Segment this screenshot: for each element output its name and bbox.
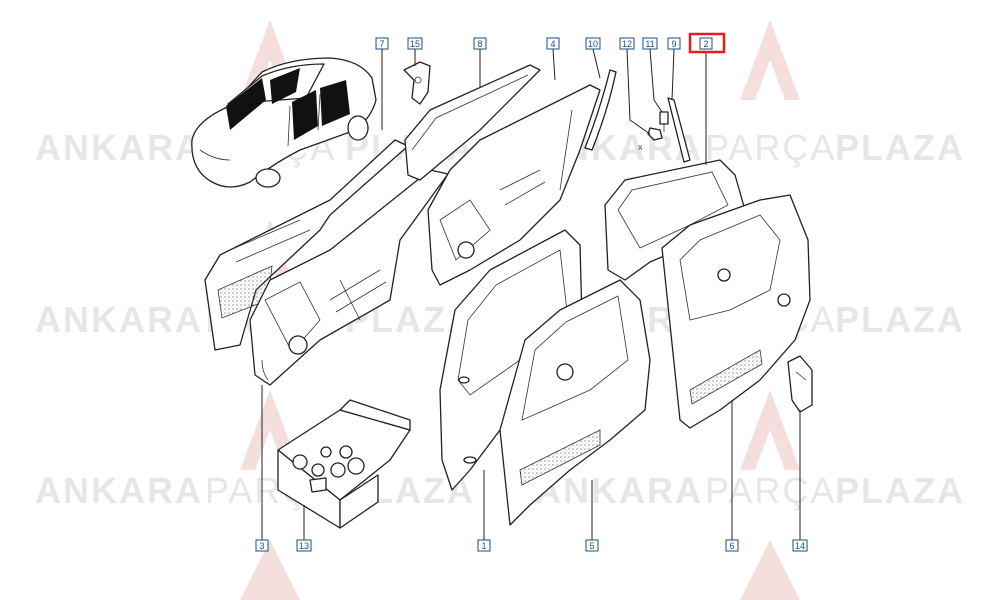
part-6-rear-door <box>661 194 811 429</box>
callout-11[interactable]: 11 <box>642 37 658 50</box>
callout-3[interactable]: 3 <box>255 539 269 552</box>
watermark-brand-1: ANKARA <box>35 470 203 511</box>
callout-1[interactable]: 1 <box>477 539 491 552</box>
callout-label: 1 <box>481 541 486 551</box>
callout-9[interactable]: 9 <box>667 37 681 50</box>
watermark-brand-3: PLAZA <box>835 299 965 340</box>
watermark-brand-3: PLAZA <box>835 470 965 511</box>
callout-label: 7 <box>379 39 384 49</box>
part-8-door-seal <box>404 64 541 181</box>
callout-label: 8 <box>477 39 482 49</box>
callout-14[interactable]: 14 <box>792 539 808 552</box>
car-illustration <box>191 57 377 188</box>
part-10-strip <box>584 69 617 151</box>
marker-x: x <box>638 142 643 152</box>
callout-label: 13 <box>299 541 309 551</box>
callout-label: 15 <box>410 39 420 49</box>
watermark-brand-1: ANKARA <box>35 127 203 168</box>
leader-lines <box>261 48 801 540</box>
callout-6[interactable]: 6 <box>725 539 739 552</box>
part-14-hinge-bracket <box>787 355 813 413</box>
callout-15[interactable]: 15 <box>407 37 423 50</box>
part-3-front-door-inner <box>249 169 449 386</box>
part-13-fastener-kit-box <box>277 399 411 529</box>
highlight-box <box>688 32 726 54</box>
watermark-brand-2: PARÇA <box>705 127 836 168</box>
callout-label: 14 <box>795 541 805 551</box>
callout-5[interactable]: 5 <box>585 539 599 552</box>
callout-label: 6 <box>729 541 734 551</box>
callout-label: 4 <box>550 39 555 49</box>
part-5-front-door-outer <box>499 279 651 526</box>
callout-label: 3 <box>259 541 264 551</box>
callout-12[interactable]: 12 <box>619 37 635 50</box>
part-4-rear-door-inner <box>427 84 601 286</box>
part-15-bracket <box>403 61 431 105</box>
callout-2-highlighted[interactable]: 2 <box>688 32 726 54</box>
callout-7[interactable]: 7 <box>375 37 389 50</box>
callout-label: 5 <box>589 541 594 551</box>
callout-10[interactable]: 10 <box>585 37 601 50</box>
callout-8[interactable]: 8 <box>473 37 487 50</box>
watermark-brand-2: PARÇA <box>705 470 836 511</box>
callout-13[interactable]: 13 <box>296 539 312 552</box>
callout-label: 10 <box>588 39 598 49</box>
callout-label: 11 <box>645 39 654 49</box>
callout-label: 2 <box>703 39 708 49</box>
callout-4[interactable]: 4 <box>546 37 560 50</box>
part-11-bolt <box>659 111 669 132</box>
watermark-brand-1: ANKARA <box>35 299 203 340</box>
watermark-brand-3: PLAZA <box>835 127 965 168</box>
callout-label: 9 <box>671 39 676 49</box>
part-7-door-trim <box>204 139 409 351</box>
callout-label: 12 <box>622 39 632 49</box>
